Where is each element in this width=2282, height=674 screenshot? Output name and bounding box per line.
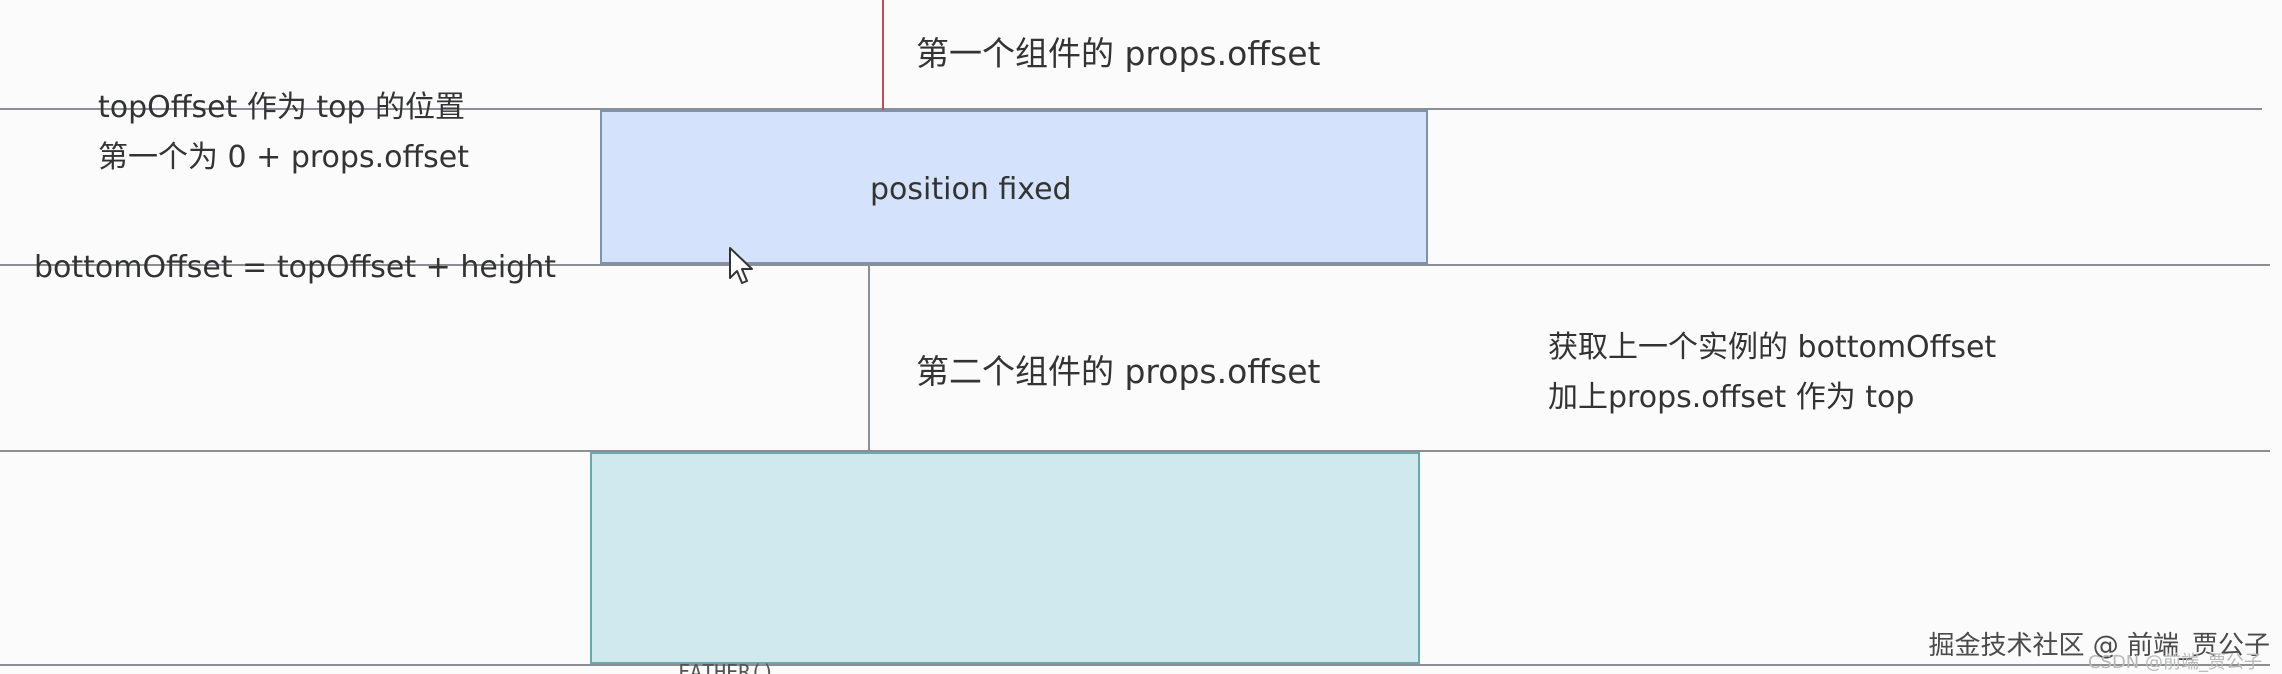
second-offset-marker [868, 264, 870, 452]
top-line [0, 108, 2262, 110]
watermark-main: 掘金技术社区 @ 前端_贾公子 [1928, 631, 2270, 661]
top-offset-label: topOffset 作为 top 的位置 [98, 90, 466, 125]
first-is-zero-label: 第一个为 0 + props.offset [98, 140, 469, 175]
second-component-box [590, 452, 1420, 664]
first-props-offset-label: 第一个组件的 props.offset [916, 34, 1321, 73]
mouse-pointer-icon [729, 247, 753, 284]
middle-line [0, 264, 2270, 266]
get-prev-bottom-label: 获取上一个实例的 bottomOffset [1548, 330, 1997, 365]
watermark-faint: CSDN @前端_贾公子 [2087, 652, 2262, 673]
bottom-offset-formula-label: bottomOffset = topOffset + height [34, 250, 556, 285]
position-fixed-label: position fixed [870, 172, 1072, 207]
first-offset-marker [882, 0, 884, 110]
bottom-code-fragment: FATHER() [678, 660, 775, 674]
add-offset-as-top-label: 加上props.offset 作为 top [1548, 380, 1915, 415]
fixed-component-box [600, 110, 1428, 264]
lower-line [0, 450, 2270, 452]
bottom-line [0, 664, 2270, 666]
second-props-offset-label: 第二个组件的 props.offset [916, 352, 1321, 391]
